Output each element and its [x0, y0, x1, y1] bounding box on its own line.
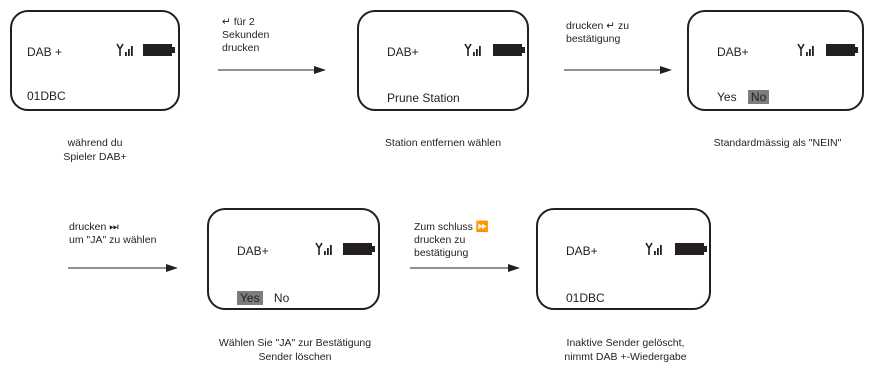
caption-5: Inaktive Sender gelöscht, nimmt DAB +-Wi… — [543, 336, 708, 364]
step-line: drucken — [222, 42, 260, 54]
arrow-right-icon — [68, 264, 178, 272]
antenna-signal-icon — [797, 43, 814, 56]
caption-line: Spieler DAB+ — [63, 151, 127, 163]
screen-title: DAB+ — [717, 45, 749, 59]
caption-line: Wählen Sie "JA" zur Bestätigung — [218, 337, 372, 349]
step-instruction-2: drucken ↵ zu bestätigung — [566, 20, 629, 46]
screen-title: DAB + — [27, 45, 63, 59]
screen-title: DAB+ — [387, 45, 419, 59]
battery-full-icon — [143, 44, 175, 56]
screen-bottom-text: Prune Station — [387, 91, 460, 105]
caption-4: Wählen Sie "JA" zur Bestätigung Sender l… — [205, 336, 385, 364]
caption-2: Station entfernen wählen — [368, 136, 518, 150]
step-line: drucken ⏭ — [69, 221, 119, 233]
caption-line: Inaktive Sender gelöscht, — [566, 337, 685, 349]
step-line: ↵ für 2 — [222, 16, 255, 28]
arrow-right-icon — [218, 66, 326, 74]
step-instruction-4: Zum schluss ⏩ drucken zu bestätigung — [414, 221, 489, 260]
step-line: um "JA" zu wählen — [69, 234, 157, 246]
caption-line: während du — [67, 137, 123, 149]
step-line: drucken zu — [414, 234, 466, 246]
antenna-signal-icon — [645, 242, 662, 255]
screen-1: DAB + 01DBC — [10, 10, 180, 111]
step-instruction-3: drucken ⏭ um "JA" zu wählen — [69, 221, 156, 247]
screen-3: DAB+ Yes No — [687, 10, 864, 111]
antenna-signal-icon — [464, 43, 481, 56]
battery-full-icon — [493, 44, 525, 56]
yes-no-options: Yes No — [237, 291, 289, 305]
option-no: No — [273, 291, 290, 305]
screen-bottom-text: 01DBC — [566, 291, 605, 305]
screen-title: DAB+ — [237, 244, 269, 258]
caption-line: Station entfernen wählen — [384, 137, 502, 149]
battery-full-icon — [343, 243, 375, 255]
battery-full-icon — [826, 44, 858, 56]
screen-4: DAB+ Yes No — [207, 208, 380, 310]
step-line: Zum schluss ⏩ — [414, 221, 489, 233]
option-no-selected: No — [747, 90, 770, 104]
step-instruction-1: ↵ für 2 Sekunden drucken — [222, 16, 269, 55]
caption-line: Standardmässig als "NEIN" — [713, 137, 842, 149]
caption-line: Sender löschen — [258, 351, 332, 363]
battery-full-icon — [675, 243, 707, 255]
step-line: Sekunden — [222, 29, 270, 41]
step-line: bestätigung — [566, 33, 621, 45]
option-yes-selected: Yes — [237, 291, 263, 305]
arrow-right-icon — [410, 264, 520, 272]
screen-title: DAB+ — [566, 244, 598, 258]
antenna-signal-icon — [116, 43, 133, 56]
step-line: drucken ↵ zu — [566, 20, 630, 32]
caption-3: Standardmässig als "NEIN" — [700, 136, 855, 150]
screen-2: DAB+ Prune Station — [357, 10, 529, 111]
caption-1: während du Spieler DAB+ — [45, 136, 145, 164]
yes-no-options: Yes No — [717, 90, 770, 104]
step-line: bestätigung — [414, 247, 469, 259]
antenna-signal-icon — [315, 242, 332, 255]
caption-line: nimmt DAB +-Wiedergabe — [564, 351, 687, 363]
screen-5: DAB+ 01DBC — [536, 208, 711, 310]
screen-bottom-text: 01DBC — [27, 89, 66, 103]
option-yes: Yes — [717, 90, 737, 104]
arrow-right-icon — [564, 66, 672, 74]
